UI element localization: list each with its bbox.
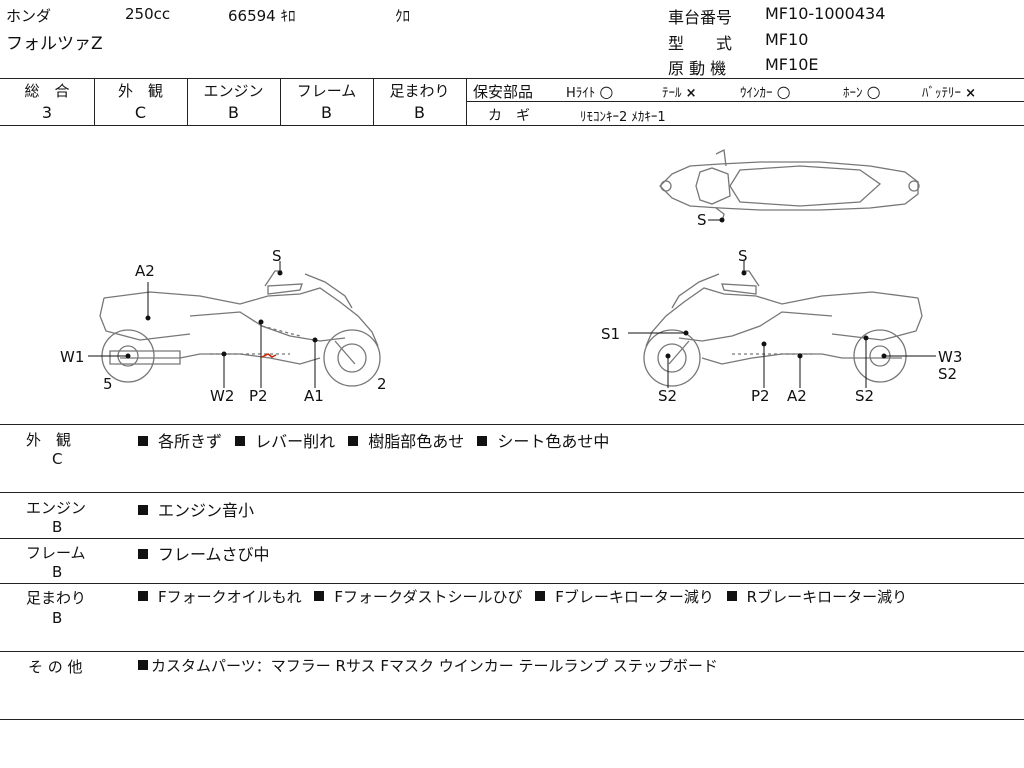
section-label-suspension: 足まわり: [26, 589, 87, 607]
divider: [373, 78, 374, 125]
displacement: 250cc: [125, 5, 171, 23]
bullet-icon: [138, 436, 148, 446]
maker: ホンダ: [6, 7, 52, 25]
divider: [0, 424, 1024, 425]
mark-label: W3: [938, 348, 963, 366]
safety-item-winker: ｳｲﾝｶｰ ○: [740, 82, 791, 101]
grade-label-frame: フレーム: [296, 82, 357, 100]
mark-label: A1: [304, 387, 324, 405]
section-label-exterior: 外 観: [26, 431, 72, 449]
frame-number-label: 車台番号: [668, 8, 733, 27]
bullet-icon: [235, 436, 246, 446]
mark-label: S2: [855, 387, 875, 405]
grade-label-engine: エンジン: [203, 82, 264, 100]
grade-value-exterior: C: [134, 103, 147, 122]
safety-item-tail: ﾃｰﾙ ×: [662, 86, 697, 101]
frame-number: MF10-1000434: [765, 4, 886, 23]
mark-label: P2: [751, 387, 770, 405]
scooter-right-view: [643, 270, 923, 387]
mark-label: A2: [787, 387, 807, 405]
grade-value-suspension: B: [414, 103, 425, 122]
section-label-frame: フレーム: [26, 544, 86, 562]
bullet-icon: [477, 436, 488, 446]
mark-label: 2: [377, 375, 387, 393]
key-label: カ ギ: [488, 108, 530, 124]
scooter-left-view: [99, 270, 381, 387]
mark-label: S: [697, 211, 707, 229]
grade-value-overall: 3: [41, 103, 53, 122]
section-grade-exterior: C: [52, 450, 63, 468]
section-items-exterior: 各所きず レバー削れ 樹脂部色あせ シート色あせ中: [138, 428, 617, 452]
divider: [94, 78, 95, 125]
safety-item-battery: ﾊﾞｯﾃﾘｰ ×: [922, 86, 977, 101]
divider: [0, 125, 1024, 126]
key-value: ﾘﾓｺﾝｷｰ2 ﾒｶｷｰ1: [580, 110, 666, 125]
mark-label: W2: [210, 387, 235, 405]
section-items-frame: フレームさび中: [138, 541, 278, 565]
divider: [466, 78, 467, 125]
type-label: 型 式: [668, 34, 733, 53]
divider: [0, 651, 1024, 652]
section-label-engine: エンジン: [26, 499, 87, 517]
section-grade-engine: B: [52, 518, 63, 536]
divider: [0, 538, 1024, 539]
damage-diagram: [88, 149, 936, 388]
color: ｸﾛ: [395, 7, 411, 25]
model-name: フォルツァZ: [6, 34, 103, 54]
safety-item-headlight: Hﾗｲﾄ ○: [566, 82, 614, 101]
section-grade-suspension: B: [52, 609, 63, 627]
section-grade-frame: B: [52, 563, 63, 581]
bullet-icon: [348, 436, 359, 446]
divider: [0, 583, 1024, 584]
divider: [187, 78, 188, 125]
grade-value-frame: B: [321, 103, 332, 122]
bullet-icon: [138, 591, 148, 601]
bullet-icon: [138, 660, 148, 670]
divider: [0, 78, 1024, 79]
grade-label-overall: 総 合: [24, 82, 70, 100]
bullet-icon: [138, 505, 148, 515]
mileage: 66594 ｷﾛ: [228, 7, 296, 25]
safety-item-horn: ﾎｰﾝ ○: [843, 82, 881, 101]
section-items-suspension: Fフォークオイルもれ Fフォークダストシールひび Fブレーキローター減り Rブレ…: [138, 586, 915, 607]
bullet-icon: [314, 591, 325, 601]
engine-value: MF10E: [765, 55, 819, 74]
mark-label: S2: [658, 387, 678, 405]
section-label-other: そ の 他: [28, 658, 83, 676]
divider: [0, 492, 1024, 493]
grade-value-engine: B: [228, 103, 239, 122]
mark-label: P2: [249, 387, 268, 405]
divider: [0, 719, 1024, 720]
mark-label: S1: [601, 325, 621, 343]
grade-label-suspension: 足まわり: [389, 82, 450, 100]
type-value: MF10: [765, 30, 809, 49]
mark-label: W1: [60, 348, 85, 366]
bullet-icon: [726, 591, 737, 601]
divider: [466, 101, 1024, 102]
divider: [280, 78, 281, 125]
mark-label: S: [738, 247, 748, 265]
grade-label-exterior: 外 観: [117, 82, 163, 100]
safety-label: 保安部品: [473, 83, 534, 101]
mark-label: A2: [135, 262, 155, 280]
bullet-icon: [535, 591, 546, 601]
engine-label: 原 動 機: [668, 59, 727, 78]
mark-label: 5: [103, 375, 113, 393]
bullet-icon: [138, 549, 148, 559]
damage-marker: [261, 353, 277, 358]
mark-label: S2: [938, 365, 958, 383]
mark-label: S: [272, 247, 282, 265]
section-items-other: カスタムパーツ：マフラー Rサス Fマスク ウインカー テールランプ ステップボ…: [138, 655, 726, 676]
section-items-engine: エンジン音小: [138, 497, 262, 521]
